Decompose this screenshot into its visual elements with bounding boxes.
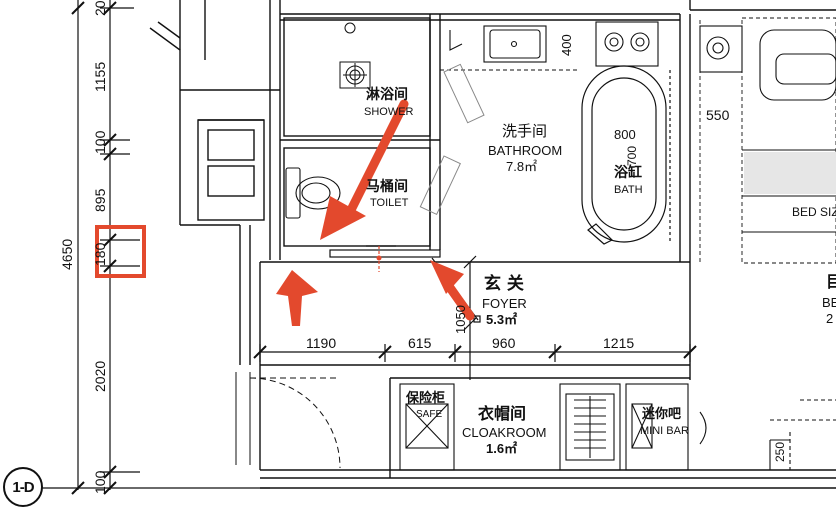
dim-tub-700: 700 [625,145,639,166]
dim-door-1050: 1050 [453,305,468,334]
shower-glass-door [419,63,485,216]
foyer-label-en: FOYER [482,296,527,311]
cloakroom-label-zh: 衣帽间 [478,404,527,423]
safe-label-zh: 保险柜 [406,391,446,406]
dim-tub-800: 800 [614,127,636,142]
toilet-label-zh: 马桶间 [366,179,408,195]
bedroom-label-en-partial: BE [822,295,836,310]
foyer-area: 5.3㎡ [486,312,518,327]
cloakroom-area: 1.6㎡ [486,441,518,456]
highlight-box [95,225,146,278]
toilet-label-en: TOILET [370,197,409,209]
vanity-and-sink [449,21,743,73]
dim-left-1155: 1155 [92,61,108,92]
minibar-label-en: MINI BAR [640,425,689,437]
bathroom-label-en: BATHROOM [488,143,563,158]
bathroom-label-zh: 洗手间 [502,122,548,140]
cloakroom-label-en: CLOAKROOM [462,425,547,440]
bathroom-area: 7.8㎡ [506,159,538,174]
shower-label-en: SHOWER [364,106,414,118]
foyer-label-zh: 玄 关 [484,274,524,294]
dim-left-100-top: 100 [92,130,108,154]
bed-size-label-partial: BED SIZ [792,205,836,219]
dim-left-2020: 2020 [92,360,108,392]
bedroom-number-partial: 2 [826,311,834,326]
dim-bottom-960: 960 [492,335,516,351]
dim-bath-to-bed: 550 [706,107,730,123]
dim-bottom-615: 615 [408,335,432,351]
dim-vanity-400: 400 [559,34,574,56]
dim-left-180: 180 [92,242,108,266]
bath-label-en: BATH [614,184,643,196]
cloakroom-fixtures [399,383,707,471]
dim-left-100-bottom: 100 [92,470,108,494]
dim-bottom-1215: 1215 [603,335,635,351]
bedroom-label-zh-partial: 目 [826,272,836,291]
dim-left-200: 200 [92,0,108,16]
dim-left-total: 4650 [59,238,75,270]
bath-label-zh: 浴缸 [614,165,642,181]
dim-left-895: 895 [92,188,108,212]
left-dimension-chain [40,0,270,495]
red-arrow-1 [320,99,409,240]
bathtub-icon [581,65,671,245]
entrance-door-swing [235,372,341,469]
bedroom-partial [742,29,836,470]
shower-drain-icon [339,22,371,89]
shower-label-zh: 淋浴间 [366,87,408,103]
grid-axis-bubble: 1-D [3,467,43,507]
red-arrow-2 [276,270,318,326]
dim-bottom-right-250: 250 [773,441,787,462]
dim-bottom-1190: 1190 [306,335,337,351]
safe-label-en: SAFE [416,409,443,420]
red-arrow-3 [430,260,475,321]
toilet-icon [285,167,341,219]
bottom-dimension-chain [253,255,697,380]
minibar-label-zh: 迷你吧 [642,407,682,422]
grid-axis-label: 1-D [12,478,34,496]
